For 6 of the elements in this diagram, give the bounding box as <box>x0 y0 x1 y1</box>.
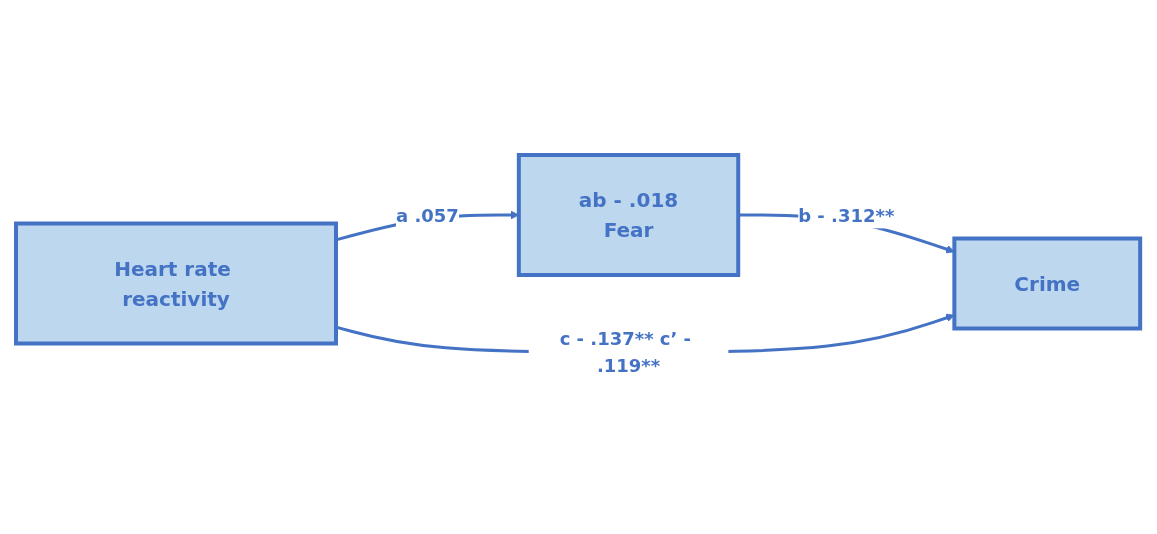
node-box: Crime <box>952 236 1143 331</box>
node-box: Heart rate reactivity <box>14 221 339 346</box>
edge-label: b - .312** <box>798 204 895 226</box>
node-box: ab - .018 Fear <box>517 153 741 277</box>
edge-label: c - .137** c’ - .119** <box>560 328 692 376</box>
edge-label: a .057 <box>396 204 460 226</box>
